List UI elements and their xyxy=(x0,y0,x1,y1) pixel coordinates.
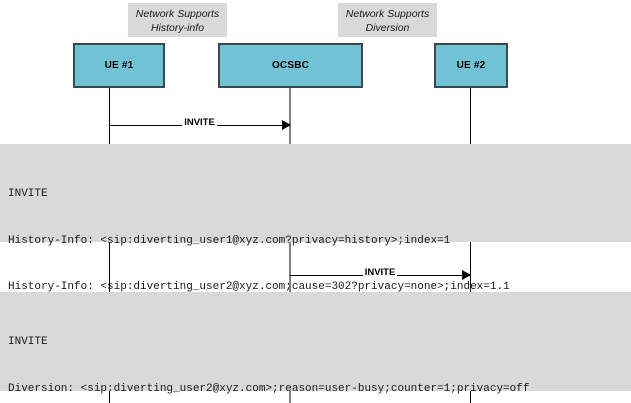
annotation-network-supports-diversion: Network Supports Diversion xyxy=(338,3,437,37)
participant-ocsbc[interactable]: OCSBC xyxy=(218,43,363,88)
message-label: INVITE xyxy=(109,117,290,128)
lifeline-ocsbc-segment-1 xyxy=(289,88,291,144)
annotation-network-supports-history-info: Network Supports History-info xyxy=(128,3,227,37)
sip-line: History-Info: <sip:diverting_user1@xyz.c… xyxy=(8,234,451,247)
message-label-text: INVITE xyxy=(182,117,217,128)
message-invite-ue1-to-ocsbc: INVITE xyxy=(109,116,291,134)
arrow-head-icon xyxy=(282,120,291,130)
participant-ue2-label: UE #2 xyxy=(456,60,486,71)
participant-ue1[interactable]: UE #1 xyxy=(73,43,165,88)
sip-line: INVITE xyxy=(8,188,48,200)
arrow-head-icon xyxy=(462,270,471,280)
sip-line: INVITE xyxy=(8,336,48,348)
lifeline-ue1-segment-1 xyxy=(109,88,110,144)
sip-line: Diversion: <sip:diverting_user2@xyz.com>… xyxy=(8,382,530,395)
participant-ue1-label: UE #1 xyxy=(104,60,134,71)
lifeline-ue1-segment-3 xyxy=(109,391,110,403)
sip-line: History-Info: <sip:diverting_user2@xyz.c… xyxy=(8,281,510,293)
message-invite-ocsbc-to-ue2: INVITE xyxy=(290,266,471,284)
lifeline-ue2-segment-1 xyxy=(470,88,471,144)
message-label: INVITE xyxy=(290,267,470,278)
sip-message-block-history-info: INVITE History-Info: <sip:diverting_user… xyxy=(0,144,631,340)
participant-ue2[interactable]: UE #2 xyxy=(434,43,508,88)
sip-message-block-diversion: INVITE Diversion: <sip:diverting_user2@x… xyxy=(0,292,631,395)
lifeline-ocsbc-segment-3 xyxy=(289,391,291,403)
lifeline-ocsbc-segment-2 xyxy=(289,242,291,292)
lifeline-ue2-segment-3 xyxy=(470,391,471,403)
participant-ocsbc-label: OCSBC xyxy=(271,60,310,71)
lifeline-ue2-segment-2 xyxy=(470,242,471,292)
lifeline-ue1-segment-2 xyxy=(109,242,110,292)
message-label-text: INVITE xyxy=(362,267,398,278)
